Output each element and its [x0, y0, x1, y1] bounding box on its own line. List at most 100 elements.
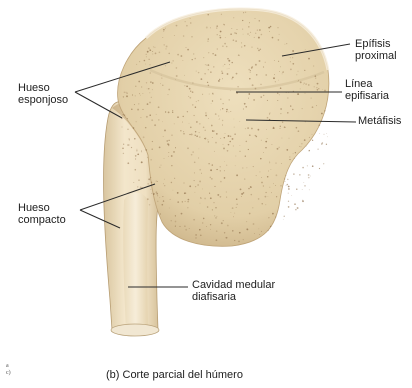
bone-speckle	[210, 224, 211, 225]
bone-speckle	[224, 232, 225, 233]
bone-speckle	[302, 189, 303, 190]
bone-speckle	[166, 48, 167, 49]
bone-speckle	[246, 167, 247, 168]
bone-speckle	[183, 35, 185, 37]
bone-speckle	[241, 193, 243, 195]
bone-speckle	[275, 162, 276, 163]
bone-speckle	[288, 206, 290, 208]
bone-speckle	[239, 55, 240, 56]
bone-speckle	[292, 63, 294, 65]
bone-speckle	[278, 80, 279, 81]
bone-speckle	[191, 133, 193, 135]
bone-speckle	[323, 134, 324, 135]
bone-speckle	[157, 181, 158, 182]
bone-speckle	[272, 37, 274, 39]
bone-speckle	[194, 180, 195, 181]
bone-speckle	[175, 226, 176, 227]
bone-speckle	[161, 75, 162, 76]
bone-speckle	[248, 188, 249, 189]
bone-speckle	[259, 60, 261, 62]
bone-speckle	[190, 22, 191, 23]
bone-speckle	[187, 111, 188, 112]
bone-speckle	[237, 29, 238, 30]
bone-speckle	[184, 85, 185, 86]
bone-speckle	[133, 127, 135, 129]
figure-caption: (b) Corte parcial del húmero	[106, 369, 243, 381]
bone-speckle	[327, 136, 328, 137]
bone-speckle	[233, 216, 234, 217]
bone-speckle	[208, 85, 209, 86]
bone-speckle	[216, 25, 218, 27]
bone-speckle	[230, 33, 232, 35]
bone-speckle	[140, 187, 142, 189]
bone-speckle	[286, 184, 288, 186]
bone-speckle	[228, 135, 230, 137]
bone-speckle	[133, 182, 134, 183]
bone-speckle	[199, 136, 200, 137]
bone-speckle	[135, 158, 136, 159]
bone-speckle	[174, 35, 175, 36]
bone-speckle	[230, 111, 231, 112]
bone-speckle	[275, 81, 276, 82]
bone-speckle	[175, 215, 176, 216]
bone-speckle	[200, 234, 202, 236]
bone-speckle	[259, 29, 261, 31]
bone-speckle	[306, 146, 307, 147]
bone-speckle	[210, 197, 212, 199]
bone-speckle	[288, 201, 289, 202]
bone-speckle	[148, 88, 149, 89]
label-epifisis-proximal: Epífisis proximal	[355, 38, 397, 62]
bone-speckle	[152, 149, 153, 150]
bone-speckle	[262, 203, 263, 204]
bone-speckle	[123, 153, 124, 154]
label-cavidad-medular: Cavidad medular diafisaria	[192, 279, 275, 303]
bone-speckle	[260, 49, 261, 50]
bone-speckle	[180, 226, 181, 227]
bone-speckle	[261, 96, 262, 97]
bone-speckle	[242, 167, 243, 168]
bone-speckle	[292, 109, 293, 110]
bone-speckle	[222, 72, 224, 74]
bone-speckle	[219, 35, 220, 36]
bone-speckle	[183, 60, 184, 61]
bone-speckle	[159, 197, 160, 198]
bone-speckle	[201, 78, 203, 80]
bone-speckle	[277, 27, 278, 28]
bone-speckle	[284, 216, 285, 217]
bone-speckle	[171, 220, 172, 221]
bone-speckle	[215, 217, 216, 218]
bone-speckle	[239, 232, 241, 234]
bone-speckle	[229, 141, 231, 143]
bone-speckle	[319, 168, 320, 169]
bone-speckle	[236, 33, 237, 34]
bone-speckle	[187, 201, 188, 202]
bone-speckle	[181, 213, 183, 215]
bone-speckle	[301, 143, 302, 144]
bone-speckle	[126, 95, 128, 97]
bone-speckle	[190, 18, 191, 19]
bone-speckle	[318, 88, 319, 89]
bone-speckle	[209, 94, 210, 95]
bone-speckle	[137, 109, 139, 111]
bone-speckle	[233, 17, 234, 18]
bone-speckle	[138, 103, 139, 104]
bone-speckle	[138, 179, 140, 181]
bone-speckle	[228, 60, 230, 62]
bone-speckle	[248, 149, 249, 150]
bone-speckle	[196, 71, 197, 72]
bone-speckle	[210, 27, 211, 28]
bone-speckle	[159, 147, 161, 149]
bone-speckle	[156, 181, 157, 182]
bone-speckle	[134, 104, 135, 105]
bone-speckle	[227, 150, 229, 152]
bone-speckle	[257, 48, 259, 50]
bone-speckle	[223, 147, 225, 149]
bone-speckle	[279, 34, 280, 35]
bone-speckle	[124, 115, 125, 116]
bone-speckle	[168, 112, 170, 114]
bone-speckle	[152, 141, 153, 142]
bone-speckle	[227, 73, 229, 75]
bone-speckle	[280, 87, 282, 89]
bone-speckle	[127, 162, 129, 164]
bone-speckle	[208, 52, 209, 53]
